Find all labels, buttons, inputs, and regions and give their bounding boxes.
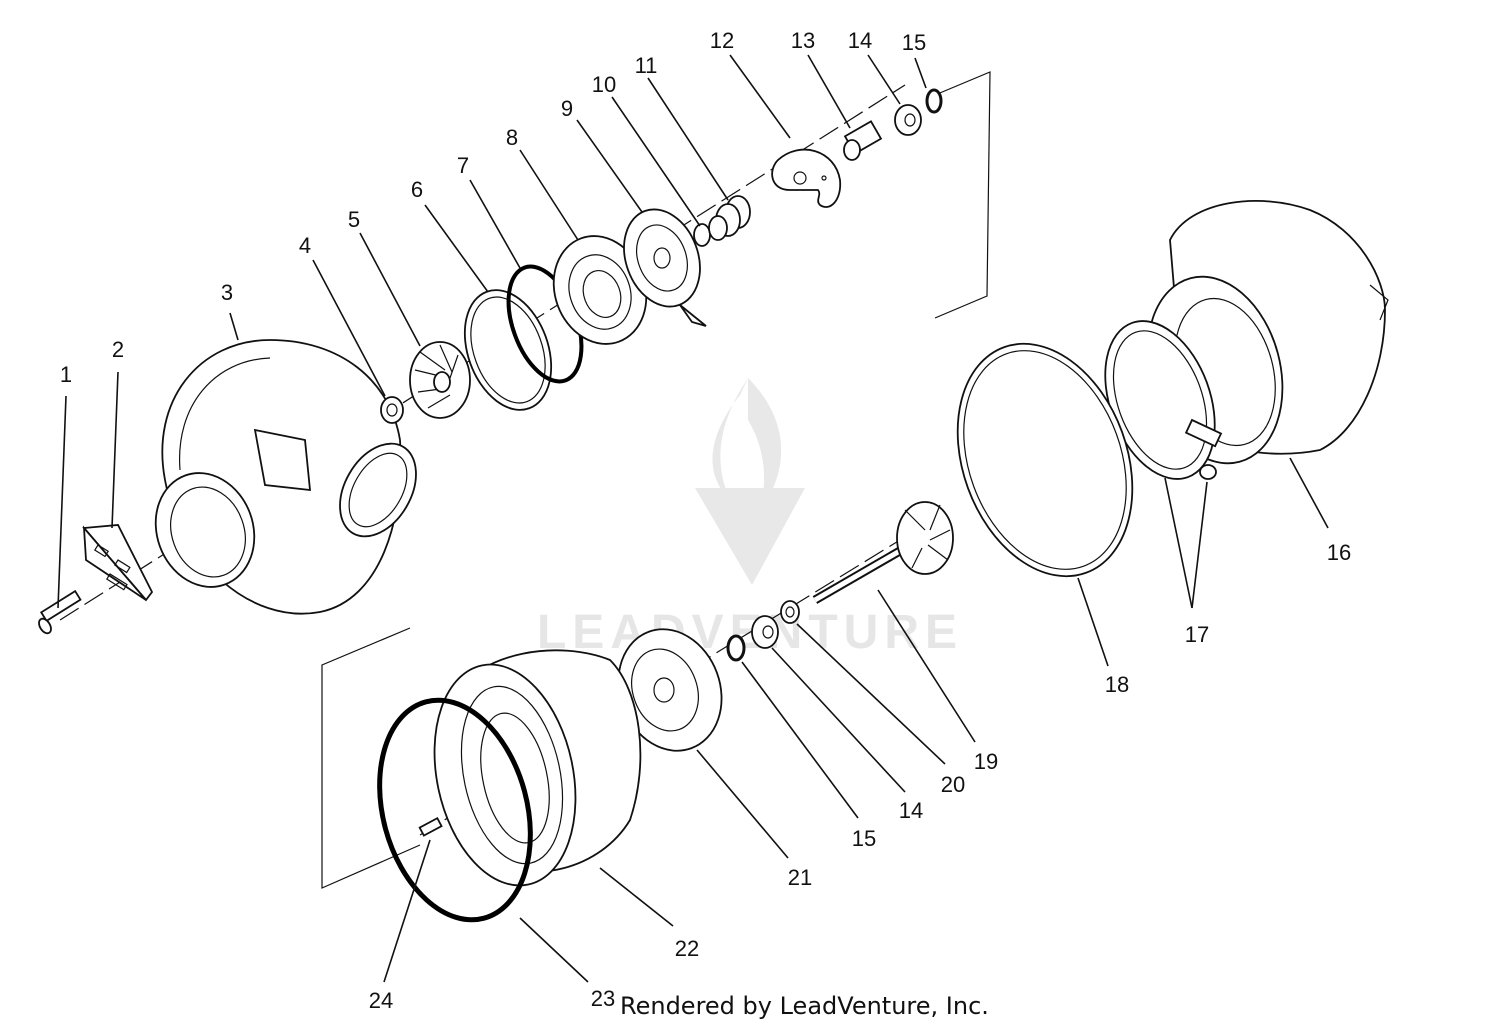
callout-13: 13 xyxy=(791,28,815,53)
part-14-bearing-top xyxy=(894,104,922,136)
callout-10: 10 xyxy=(592,72,616,97)
credit-text: Rendered by LeadVenture, Inc. xyxy=(620,992,989,1020)
part-9-oil-deflector xyxy=(623,208,707,327)
callout-9: 9 xyxy=(561,96,573,121)
part-19-turbine-wheel-shaft xyxy=(812,501,954,604)
callout-labels: 1 2 3 4 5 6 7 8 9 10 11 12 13 14 15 14 1… xyxy=(60,28,1351,1013)
callout-20: 20 xyxy=(941,772,965,797)
leader-lines xyxy=(57,54,1329,983)
callout-22: 22 xyxy=(675,936,699,961)
callout-18: 18 xyxy=(1105,672,1129,697)
part-4-nut xyxy=(380,396,404,424)
watermark: LEADVENTURE xyxy=(537,378,963,659)
callout-3: 3 xyxy=(221,280,233,305)
part-10-seal-ring xyxy=(693,223,711,247)
callout-11: 11 xyxy=(635,53,658,78)
part-13-bearing xyxy=(843,120,883,161)
callout-7: 7 xyxy=(457,153,469,178)
watermark-text: LEADVENTURE xyxy=(537,606,963,659)
callout-17: 17 xyxy=(1185,622,1209,647)
part-20-washer xyxy=(780,600,800,624)
callout-1: 1 xyxy=(60,362,72,387)
callout-23: 23 xyxy=(591,986,615,1011)
callout-4: 4 xyxy=(299,233,311,258)
part-23-o-ring xyxy=(377,697,533,923)
callout-14-bottom: 14 xyxy=(899,798,923,823)
part-18-retaining-ring xyxy=(956,342,1134,578)
callout-8: 8 xyxy=(506,125,518,150)
part-22-center-housing xyxy=(433,649,642,887)
part-15-snap-ring-bottom xyxy=(726,634,746,662)
part-5-compressor-wheel xyxy=(409,341,471,419)
callout-15-top: 15 xyxy=(902,30,926,55)
callout-14-top: 14 xyxy=(848,28,872,53)
flame-logo-icon xyxy=(695,378,805,585)
part-2-nameplate xyxy=(82,524,154,602)
part-15-snap-ring-top xyxy=(925,88,943,114)
part-6-snap-ring xyxy=(463,289,553,411)
callout-12: 12 xyxy=(710,28,734,53)
part-3-compressor-housing xyxy=(154,339,417,615)
callout-6: 6 xyxy=(411,177,423,202)
callout-5: 5 xyxy=(348,207,360,232)
callout-15-bottom: 15 xyxy=(852,826,876,851)
callout-2: 2 xyxy=(112,337,124,362)
callout-16: 16 xyxy=(1327,540,1351,565)
part-17-v-band-clamp xyxy=(1104,320,1223,480)
callout-19: 19 xyxy=(974,749,998,774)
part-12-thrust-bearing xyxy=(771,148,842,208)
callout-21: 21 xyxy=(788,865,812,890)
part-14-bearing-bottom xyxy=(751,615,779,649)
part-24-dowel-pin xyxy=(418,816,443,837)
part-11-thrust-collar xyxy=(708,195,751,241)
callout-24: 24 xyxy=(369,988,393,1013)
